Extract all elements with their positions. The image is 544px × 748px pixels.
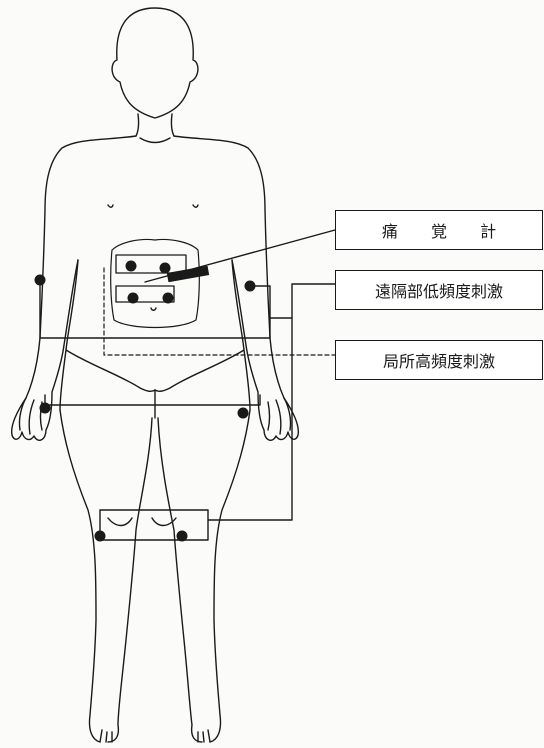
left-leg-outer <box>59 409 101 743</box>
head-outline <box>111 7 199 119</box>
right-arm-outline <box>173 135 299 441</box>
electrode-right-knee <box>176 530 188 542</box>
electrode-right-arm <box>244 280 256 292</box>
electrode-abdomen-1 <box>125 260 137 272</box>
navel <box>150 307 157 311</box>
electrode-abdomen-4 <box>162 292 174 304</box>
electrode-left-wrist <box>39 402 51 414</box>
local-high-frequency-label: 局所高頻度刺激 <box>335 340 543 380</box>
right-leg-outer <box>209 409 251 743</box>
left-leg-inner <box>107 417 153 743</box>
electrode-left-knee <box>94 530 106 542</box>
electrode-abdomen-2 <box>159 262 171 274</box>
remote-wire-lower <box>207 317 293 521</box>
groin-outline <box>65 349 245 393</box>
chest-mark-left <box>107 204 114 208</box>
local-stim-wire <box>103 267 336 356</box>
electrode-left-arm <box>34 274 46 286</box>
left-arm-outline <box>11 135 137 441</box>
arm-loop <box>39 279 271 339</box>
left-toes <box>99 729 113 743</box>
pain-probe <box>166 265 210 283</box>
neck-outline <box>135 113 175 137</box>
chest-mark-right <box>192 204 199 208</box>
right-hand-outline <box>267 397 292 435</box>
lower-electrode-frame <box>115 285 175 303</box>
electrode-abdomen-3 <box>127 292 139 304</box>
hand-loop <box>44 394 261 406</box>
left-knee-cap <box>107 517 133 527</box>
upper-electrode-frame <box>115 254 187 274</box>
right-toes <box>197 729 211 743</box>
knee-loop <box>99 509 209 541</box>
remote-low-frequency-label: 遠隔部低頻度刺激 <box>335 270 543 310</box>
right-leg-inner <box>157 417 203 743</box>
abdomen-outline <box>110 238 200 329</box>
pain-meter-label: 痛 覚 計 <box>335 210 543 250</box>
torso-left-side <box>59 259 79 411</box>
left-hand-outline <box>18 397 43 435</box>
remote-wire-upper <box>269 283 336 319</box>
right-knee-cap <box>151 517 177 527</box>
clavicle <box>139 137 171 144</box>
electrode-right-wrist <box>237 407 249 419</box>
